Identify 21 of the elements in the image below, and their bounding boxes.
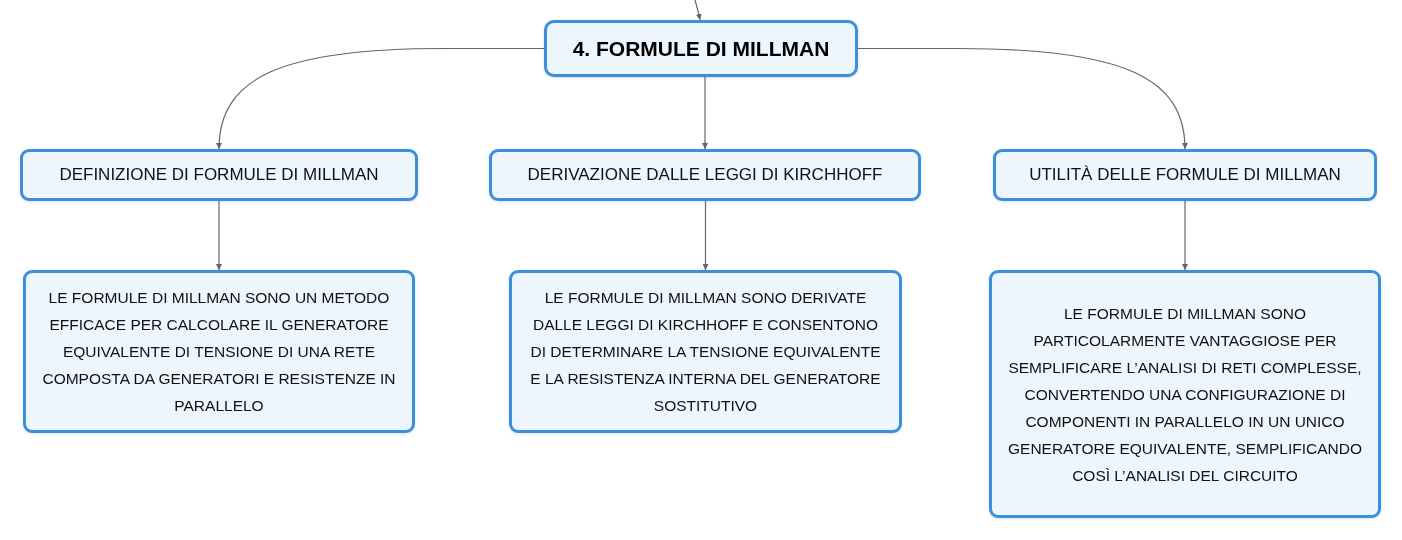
subtopic-box bbox=[489, 149, 921, 201]
description-box bbox=[989, 270, 1381, 518]
description-text: LE FORMULE DI MILLMAN SONO PARTICOLARMENTE VANTAGGIOSE PER SEMPLIFICARE L’ANALISI DI RETI COMPLESSE, CONVERTENDO UNA CONFIGURAZIONE DI COMPONENTI IN PARALLELO IN UN UNICO GENERATORE EQUIVALENTE, SEMPLIFICANDO COSÌ L’ANALISI DEL CIRCUITO bbox=[1007, 303, 1363, 486]
description-box bbox=[23, 270, 415, 433]
arrow bbox=[1182, 200, 1188, 271]
central-topic-box bbox=[544, 20, 858, 77]
subtopic-title: DEFINIZIONE DI FORMULE DI MILLMAN bbox=[59, 164, 379, 187]
arrow bbox=[216, 200, 222, 271]
topic-title: 4. FORMULE DI MILLMAN bbox=[572, 35, 830, 62]
arrow bbox=[702, 200, 709, 271]
description-text: LE FORMULE DI MILLMAN SONO DERIVATE DALLE LEGGI DI KIRCHHOFF E CONSENTONO DI DETERMINARE LA TENSIONE EQUIVALENTE E LA RESISTENZA INTERNA DEL GENERATORE SOSTITUTIVO bbox=[529, 288, 882, 416]
subtopic-title: UTILITÀ DELLE FORMULE DI MILLMAN bbox=[1029, 164, 1341, 187]
arrow bbox=[857, 47, 1188, 150]
arrow bbox=[216, 47, 545, 150]
description-text: LE FORMULE DI MILLMAN SONO UN METODO EFFICACE PER CALCOLARE IL GENERATORE EQUIVALENTE DI TENSIONE DI UNA RETE COMPOSTA DA GENERATORI E RESISTENZE IN PARALLELO bbox=[41, 288, 397, 416]
subtopic-box bbox=[20, 149, 418, 201]
description-box bbox=[509, 270, 902, 433]
subtopic-box bbox=[993, 149, 1377, 201]
arrow bbox=[702, 76, 708, 150]
subtopic-title: DERIVAZIONE DALLE LEGGI DI KIRCHHOFF bbox=[527, 164, 883, 187]
arrow bbox=[694, 0, 702, 21]
